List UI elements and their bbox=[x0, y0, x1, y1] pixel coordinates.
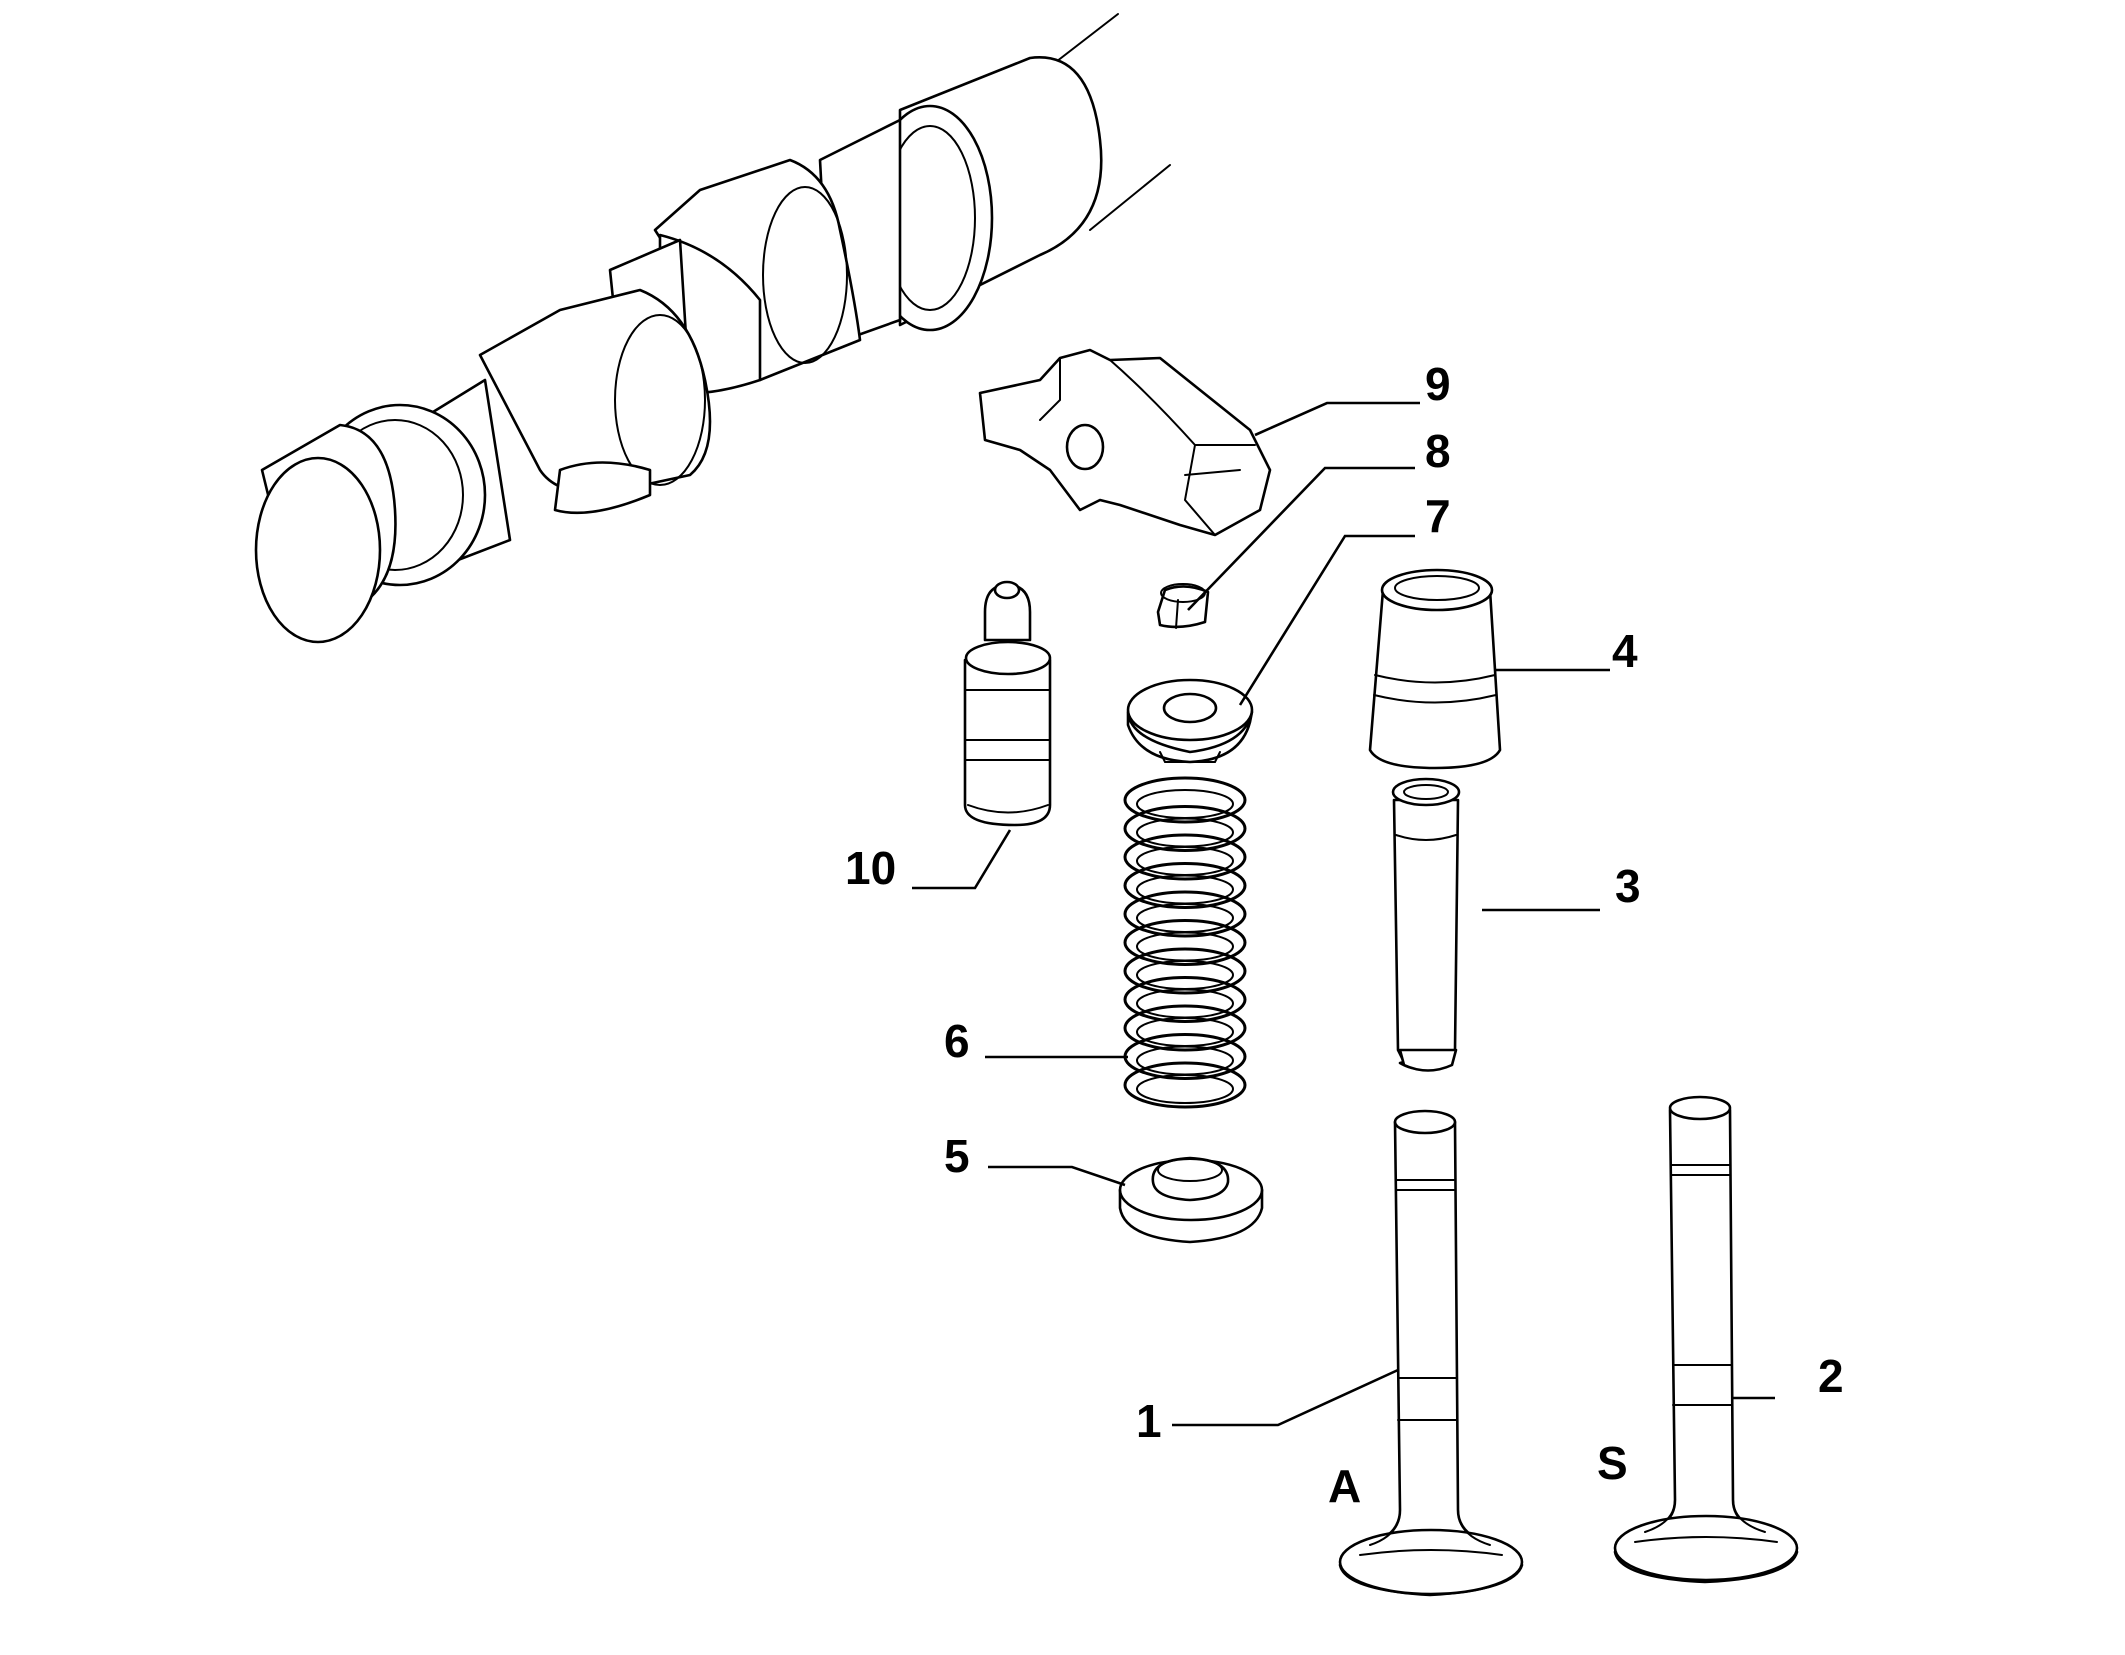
valve-marker-exhaust: S bbox=[1597, 1437, 1628, 1489]
callout-4: 4 bbox=[1612, 625, 1638, 677]
spring-coil bbox=[1123, 833, 1247, 881]
spring-coil-inner bbox=[1136, 789, 1234, 819]
leader-10 bbox=[912, 829, 1012, 890]
part-4-guide-bush bbox=[1368, 568, 1502, 770]
leader-7 bbox=[1238, 534, 1415, 706]
leader-9 bbox=[1254, 401, 1420, 437]
spring-coil bbox=[1123, 1004, 1247, 1052]
callout-5: 5 bbox=[944, 1130, 970, 1182]
leader-1 bbox=[1172, 1368, 1399, 1427]
spring-coil bbox=[1123, 976, 1247, 1023]
part-10-hydraulic-tappet bbox=[963, 580, 1052, 827]
spring-coil bbox=[1123, 1033, 1247, 1080]
part-9-rocker-arm bbox=[978, 348, 1272, 537]
callout-3: 3 bbox=[1615, 860, 1641, 912]
spring-coil bbox=[1123, 862, 1247, 909]
callout-1: 1 bbox=[1136, 1395, 1162, 1447]
part-1-intake-valve bbox=[1338, 1109, 1524, 1597]
spring-coil bbox=[1123, 776, 1247, 824]
spring-coil bbox=[1123, 947, 1247, 995]
part-3-valve-guide bbox=[1391, 777, 1461, 1072]
valve-marker-intake: A bbox=[1328, 1460, 1361, 1512]
callout-2: 2 bbox=[1818, 1350, 1844, 1402]
callout-9: 9 bbox=[1425, 358, 1451, 410]
spring-coil bbox=[1123, 805, 1247, 852]
leader-8 bbox=[1187, 466, 1415, 611]
spring-coil bbox=[1123, 1061, 1247, 1109]
leader-lines bbox=[912, 401, 1775, 1427]
part-2-exhaust-valve bbox=[1613, 1095, 1799, 1584]
spring-coil-inner bbox=[1136, 1074, 1234, 1104]
part-7-spring-retainer bbox=[1126, 678, 1254, 764]
callout-8: 8 bbox=[1425, 425, 1451, 477]
callout-labels: 1 2 3 4 5 6 7 8 9 10 A S bbox=[845, 358, 1844, 1512]
spring-coil bbox=[1123, 919, 1247, 966]
part-8-valve-cotter bbox=[1156, 583, 1210, 629]
camshaft bbox=[254, 13, 1171, 644]
callout-6: 6 bbox=[944, 1015, 970, 1067]
leader-5 bbox=[988, 1165, 1126, 1187]
part-5-spring-seat bbox=[1118, 1156, 1264, 1244]
spring-coil bbox=[1123, 890, 1247, 938]
part-6-valve-spring bbox=[1123, 776, 1247, 1109]
callout-7: 7 bbox=[1425, 490, 1451, 542]
callout-10: 10 bbox=[845, 842, 896, 894]
